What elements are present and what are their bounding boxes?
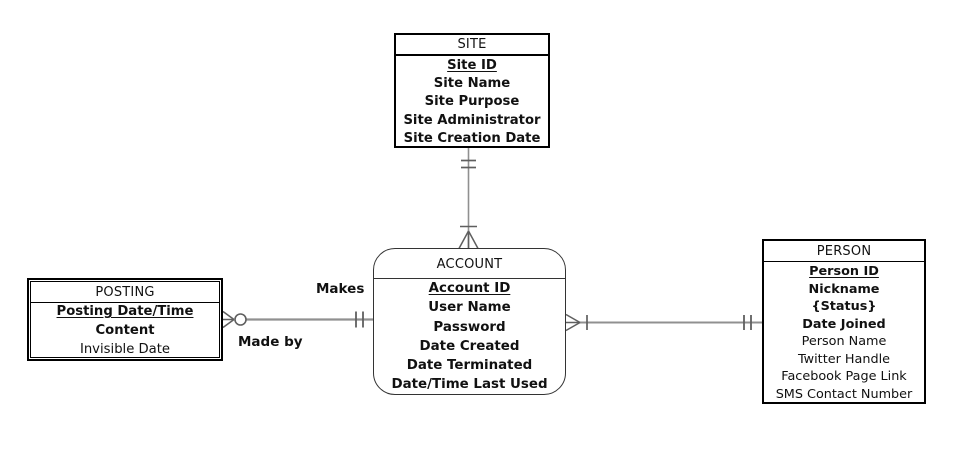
connector-site-account	[458, 148, 479, 249]
entity-attribute: SMS Contact Number	[775, 386, 913, 402]
entity-attribute: Nickname	[808, 281, 880, 297]
cardinality-one-or-many-icon	[565, 313, 588, 332]
relationship-label-made-by: Made by	[238, 334, 303, 350]
entity-attribute: Account ID	[428, 281, 511, 296]
entity-attribute: Site ID	[447, 58, 497, 73]
entity-attribute: Date Terminated	[406, 358, 533, 374]
entity-attribute: Site Name	[433, 76, 511, 92]
entity-attribute: {Status}	[811, 299, 877, 314]
entity-person-title: PERSON	[764, 241, 924, 262]
entity-attribute: Facebook Page Link	[781, 369, 907, 384]
entity-posting-title: POSTING	[31, 282, 219, 303]
entity-attribute: Person ID	[809, 264, 879, 279]
cardinality-one-and-only-one-icon	[743, 315, 752, 330]
entity-attribute: Date Created	[419, 338, 520, 354]
entity-attribute: Date Joined	[802, 316, 886, 332]
connector-posting-account	[222, 310, 373, 329]
cardinality-zero-or-many-icon	[222, 310, 247, 329]
entity-attribute: Twitter Handle	[797, 351, 891, 367]
entity-attribute: Invisible Date	[79, 341, 171, 357]
entity-account-title: ACCOUNT	[374, 249, 565, 279]
entity-attribute: Posting Date/Time	[56, 304, 194, 319]
entity-attribute: User Name	[428, 300, 511, 316]
entity-attribute: Date/Time Last Used	[391, 377, 548, 393]
entity-attribute: Content	[95, 322, 155, 338]
connector-account-person	[565, 313, 762, 332]
entity-site-title: SITE	[396, 35, 548, 56]
entity-attribute: Site Purpose	[424, 94, 520, 110]
cardinality-one-and-only-one-icon	[461, 159, 476, 169]
entity-attribute: Site Administrator	[403, 112, 541, 128]
entity-attribute: Site Creation Date	[403, 130, 541, 146]
cardinality-one-and-only-one-icon	[355, 311, 364, 328]
entity-attribute: Person Name	[801, 334, 887, 349]
entity-attribute: Password	[433, 319, 506, 335]
relationship-label-makes: Makes	[316, 281, 365, 297]
entity-person: PERSON Person ID Nickname {Status} Date Joi…	[762, 239, 926, 404]
cardinality-one-or-many-icon	[458, 225, 479, 249]
